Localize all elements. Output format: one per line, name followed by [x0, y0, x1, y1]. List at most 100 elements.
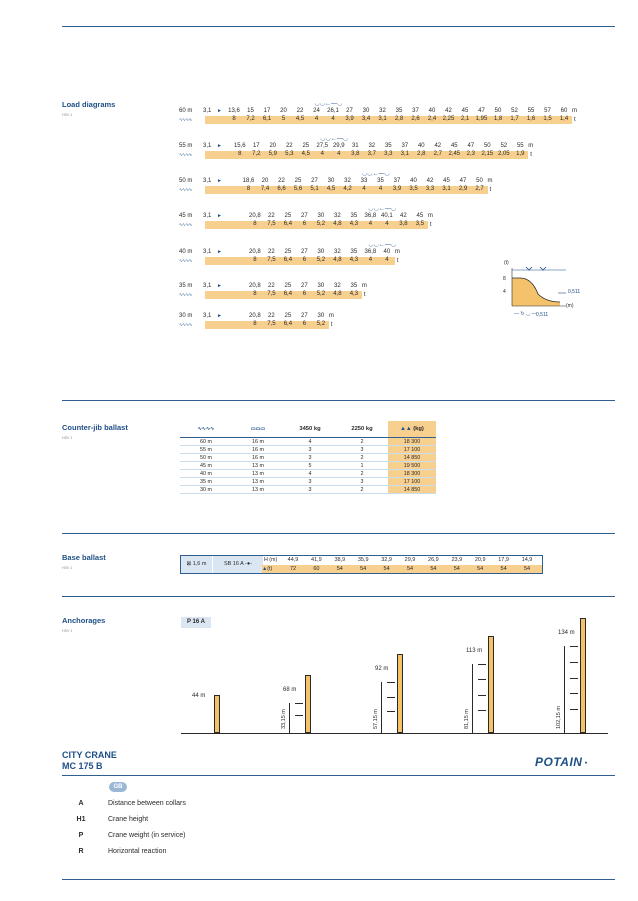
load-value: 5 [281, 116, 286, 122]
radius-value: 36,8 [364, 213, 377, 219]
chart-y-unit: (t) [504, 260, 509, 266]
height-value: 32,9 [381, 557, 392, 563]
load-value: 5,6 [293, 186, 303, 192]
radius-value: 13,6 [228, 108, 240, 114]
load-value: 3,1 [378, 116, 387, 122]
count-3450-cell: 4 [284, 437, 336, 446]
load-value: 4,3 [349, 221, 359, 227]
load-value: 6,4 [283, 291, 293, 297]
radius-value: 37 [393, 178, 401, 184]
radius-value: 30 [317, 249, 325, 255]
count-2250-cell: 3 [336, 477, 388, 486]
mast [488, 636, 494, 733]
load-value: 3,1 [442, 186, 451, 192]
load-value: 4,2 [343, 186, 352, 192]
load-value: 3,8 [351, 151, 360, 157]
radius-value: 35 [350, 283, 358, 289]
collar-marker [478, 664, 486, 666]
load-value: 2,25 [442, 116, 455, 122]
jib-length: 50 m [179, 178, 193, 184]
tower-height: 113 m [466, 648, 483, 655]
jib-length: 30 m [179, 313, 193, 319]
radius-value: 25 [294, 178, 302, 184]
dimension-line [289, 702, 290, 733]
load-value: 3,4 [361, 116, 371, 122]
count-2250-cell: 2 [336, 453, 388, 462]
load-value: 4 [331, 116, 335, 122]
jib-cell: 50 m [180, 453, 232, 462]
unit-m: m [528, 143, 534, 149]
arrow-right-icon: ► [217, 178, 222, 184]
counter-jib-cell: 16 m [232, 445, 284, 454]
radius-value: 57 [544, 108, 551, 114]
radius-value: 22 [285, 143, 293, 149]
radius-value: 42 [426, 178, 434, 184]
load-value: 6 [302, 257, 307, 263]
count-2250-cell: 1 [336, 461, 388, 470]
base-size-cell: ⊠ 1,6 m [181, 556, 212, 573]
counter-jib-icon: ▭▭▭ [232, 421, 284, 438]
jib-cell: 30 m [180, 485, 232, 494]
jib-cell: 55 m [180, 445, 232, 454]
load-value: 5,2 [316, 291, 326, 297]
load-value: 6,6 [277, 186, 286, 192]
brand-text: POTAIN [535, 755, 583, 769]
radius-value: 42 [434, 143, 442, 149]
rule-base-ballast [62, 533, 615, 534]
min-radius: 3,1 [203, 178, 212, 184]
arrow-right-icon: ► [217, 143, 222, 149]
min-radius: 3,1 [203, 249, 212, 255]
brand-icon: ◔ [582, 758, 589, 768]
tonne-value: 54 [336, 566, 343, 572]
radius-value: 20,8 [249, 249, 261, 255]
legend-key: H1 [76, 816, 86, 823]
height-value: 20,9 [474, 557, 486, 563]
tonne-value: 54 [406, 566, 414, 572]
collar-marker [570, 661, 578, 663]
radius-value: 25 [302, 143, 310, 149]
radius-value: 52 [500, 143, 508, 149]
counter-jib-cell: 13 m [232, 477, 284, 486]
tonne-value: 54 [430, 566, 437, 572]
radius-value: 24 [313, 108, 320, 114]
tonne-value: 60 [313, 566, 320, 572]
load-value: 2,8 [417, 151, 426, 157]
jib-length: 35 m [179, 283, 193, 289]
counter-jib-cell: 13 m [232, 485, 284, 494]
tonne-value: 54 [453, 566, 460, 572]
collar-marker [478, 710, 486, 711]
height-value: 29,9 [404, 557, 416, 563]
unit-m: m [394, 249, 400, 255]
base-ballast-subtitle: HSV 1 [62, 566, 73, 570]
rule-counter-jib [62, 400, 615, 401]
chart-note-right: 0,511 [568, 289, 581, 295]
radius-value: 30 [327, 178, 335, 184]
load-value: 4 [368, 257, 373, 263]
radius-value: 17 [263, 108, 271, 114]
radius-value: 30 [317, 213, 325, 219]
height-value: 14,9 [521, 557, 533, 563]
load-value: 2,9 [458, 186, 468, 192]
load-value: 2,6 [411, 116, 420, 122]
load-value: 5,2 [316, 221, 326, 227]
t-label: (t) [267, 566, 273, 572]
radius-value: 35 [384, 143, 392, 149]
load-value: 4,5 [301, 151, 310, 157]
load-value: 4 [378, 186, 383, 192]
radius-value: 27 [311, 178, 318, 184]
radius-value: 40,1 [381, 213, 393, 219]
load-value: 4,5 [295, 116, 305, 122]
load-value: 4 [368, 221, 373, 227]
dimension-line [564, 646, 565, 733]
load-value: 3,1 [400, 151, 409, 157]
radius-value: 37 [401, 143, 409, 149]
dimension-line [381, 682, 382, 733]
min-radius: 3,1 [203, 313, 212, 319]
load-value: 5,2 [316, 321, 326, 327]
load-value: 1,9 [516, 151, 525, 157]
radius-value: 20,8 [249, 283, 261, 289]
radius-value: 20,8 [249, 213, 261, 219]
